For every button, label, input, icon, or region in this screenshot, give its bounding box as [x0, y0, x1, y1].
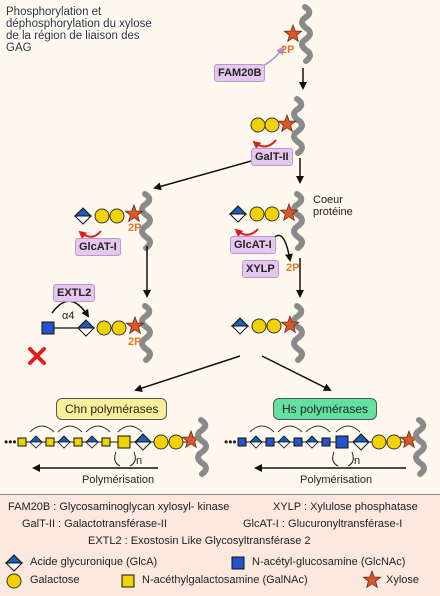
- legend-galactose-label: Galactose: [30, 574, 80, 586]
- glca-icon: [29, 435, 43, 449]
- glca-icon: [57, 435, 71, 449]
- glcnac-icon: [41, 321, 55, 335]
- enzyme-glcat1-left: GlcAT-I: [75, 238, 121, 256]
- enzyme-extl2: EXTL2: [53, 284, 96, 302]
- arrow-to-chn: [134, 355, 241, 392]
- galactose-icon: [371, 434, 387, 450]
- galactose-icon: [251, 318, 267, 334]
- enzyme-xylp: XYLP: [242, 260, 279, 278]
- glcnac-icon: [335, 435, 349, 449]
- phosphate-label: 2P: [128, 222, 142, 234]
- xylose-icon: [362, 570, 382, 588]
- glcnac-icon: [293, 437, 303, 447]
- galnac-icon: [101, 437, 111, 447]
- legend-glcat1: GlcAT-I : Glucuronyltransférase-I: [243, 518, 403, 530]
- svg-text:•••: •••: [4, 435, 17, 449]
- galnac-icon: [17, 437, 27, 447]
- legend-galt2: GalT-II : Galactotransférase-II: [22, 518, 167, 530]
- galactose-icon: [168, 434, 184, 450]
- chn-chain: •••: [4, 420, 206, 474]
- galactose-icon: [264, 206, 280, 222]
- legend-galnac-label: N-acéthylgalactosamine (GalNAc): [142, 574, 308, 586]
- galnac-icon: [73, 437, 83, 447]
- galactose-icon: [153, 434, 169, 450]
- alpha4-label: α4: [62, 310, 75, 322]
- arrow-to-hs: [261, 355, 332, 391]
- hs-chain: •••: [224, 420, 424, 474]
- legend-glcnac-label: N-acétyl-glucosamine (GlcNAc): [252, 556, 406, 568]
- glca-icon: [249, 435, 263, 449]
- glcat1-left-arrow: [78, 230, 102, 239]
- step4-right-chain: [231, 306, 302, 360]
- xylose-icon: [283, 24, 303, 42]
- glca-icon: [74, 207, 92, 225]
- glca-icon: [85, 435, 99, 449]
- arrow-to-left: [153, 159, 256, 191]
- galactose-icon: [249, 206, 265, 222]
- polymerisation-label-right: Polymérisation: [300, 474, 373, 486]
- glca-icon: [277, 435, 291, 449]
- glca-icon: [229, 205, 247, 223]
- glcnac-icon: [265, 437, 275, 447]
- polymerisation-label-left: Polymérisation: [82, 474, 155, 486]
- legend: FAM20B : Glycosaminoglycan xylosyl- kina…: [0, 494, 440, 596]
- glca-icon: [77, 319, 95, 337]
- hs-polymerases-box: Hs polymérases: [273, 398, 378, 420]
- galnac-icon: [117, 435, 131, 449]
- galt2-arrow: [252, 139, 277, 149]
- step4-left-chain: [41, 306, 150, 360]
- glca-icon: [134, 433, 152, 451]
- galnac-icon: [121, 574, 135, 588]
- galactose-icon: [96, 320, 112, 336]
- legend-fam20b: FAM20B : Glycosaminoglycan xylosyl- kina…: [8, 501, 230, 513]
- glcnac-icon: [231, 556, 245, 570]
- phosphate-label: 2P: [281, 44, 295, 56]
- glcnac-icon: [321, 437, 331, 447]
- glcnac-icon: [237, 437, 247, 447]
- core-protein-label: Coeur protéine: [313, 194, 353, 218]
- phosphate-label: 2P: [128, 336, 142, 348]
- galactose-icon: [386, 434, 402, 450]
- galactose-icon: [266, 318, 282, 334]
- glcat1-right-arrow: [234, 228, 259, 237]
- legend-xylose-label: Xylose: [386, 574, 420, 586]
- phosphate-label: 2P: [286, 262, 300, 274]
- chn-polymerases-box: Chn polymérases: [56, 398, 168, 420]
- inhibit-cross-icon: [28, 347, 46, 365]
- glca-icon: [231, 317, 249, 335]
- enzyme-fam20b: FAM20B: [214, 64, 266, 82]
- svg-text:•••: •••: [224, 435, 237, 449]
- glca-icon: [352, 433, 370, 451]
- galactose-icon: [109, 208, 125, 224]
- enzyme-glcat1-right: GlcAT-I: [230, 236, 276, 254]
- enzyme-galt2: GalT-II: [251, 148, 293, 166]
- galactose-icon: [250, 117, 266, 133]
- galnac-icon: [45, 437, 55, 447]
- galactose-icon: [264, 117, 280, 133]
- diagram-title: Phosphorylation et déphosphorylation du …: [6, 6, 152, 54]
- legend-extl2: EXTL2 : Exostosin Like Glycosyltransféra…: [88, 535, 311, 547]
- galactose-icon: [94, 208, 110, 224]
- legend-xylp: XYLP : Xylulose phosphatase: [273, 501, 418, 513]
- galactose-icon: [6, 573, 22, 589]
- glca-icon: [5, 554, 23, 572]
- legend-glca-label: Acide glycuronique (GlcA): [30, 556, 158, 568]
- galactose-icon: [111, 320, 127, 336]
- repeat-n-label: n: [354, 455, 361, 467]
- glca-icon: [305, 435, 319, 449]
- repeat-n-label: n: [136, 455, 143, 467]
